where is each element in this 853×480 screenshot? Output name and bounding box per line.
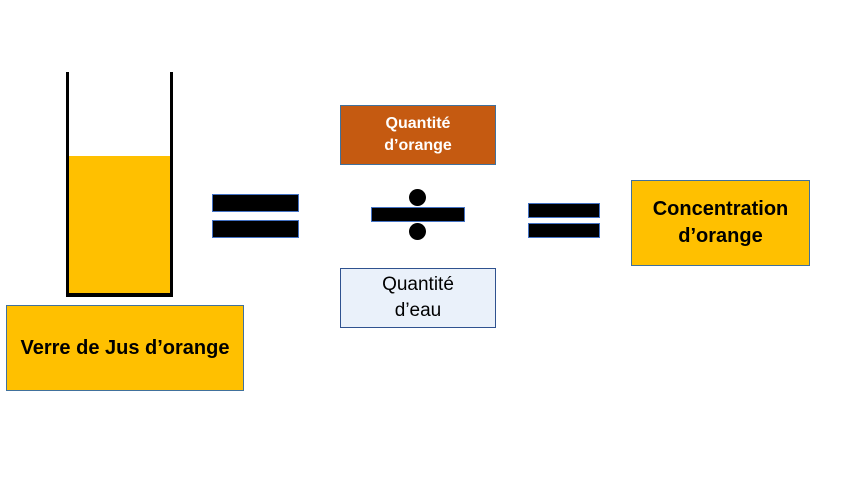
orange-quantity-line2: d’orange bbox=[384, 137, 452, 154]
glass-left-wall bbox=[66, 72, 69, 297]
divide-dot-top bbox=[409, 189, 426, 206]
glass-label-box: Verre de Jus d’orange bbox=[6, 305, 244, 391]
equals-bar-bottom bbox=[528, 223, 600, 238]
juice-liquid bbox=[69, 156, 170, 293]
concentration-box: Concentration d’orange bbox=[631, 180, 810, 266]
concentration-line1: Concentration bbox=[652, 198, 789, 220]
water-quantity-line1: Quantité bbox=[382, 274, 454, 296]
equals-bar-top bbox=[528, 203, 600, 218]
glass-label: Verre de Jus d’orange bbox=[20, 336, 230, 359]
orange-quantity-line1: Quantité bbox=[385, 115, 451, 133]
divide-bar bbox=[371, 207, 465, 222]
water-quantity-line2: d’eau bbox=[394, 300, 442, 321]
glass-right-wall bbox=[170, 72, 173, 297]
water-quantity-box: Quantité d’eau bbox=[340, 268, 496, 328]
divide-dot-bottom bbox=[409, 223, 426, 240]
orange-quantity-box: Quantité d’orange bbox=[340, 105, 496, 165]
equals-bar-top bbox=[212, 194, 299, 212]
concentration-line2: d’orange bbox=[678, 225, 763, 247]
equals-bar-bottom bbox=[212, 220, 299, 238]
glass-bottom bbox=[66, 293, 173, 297]
